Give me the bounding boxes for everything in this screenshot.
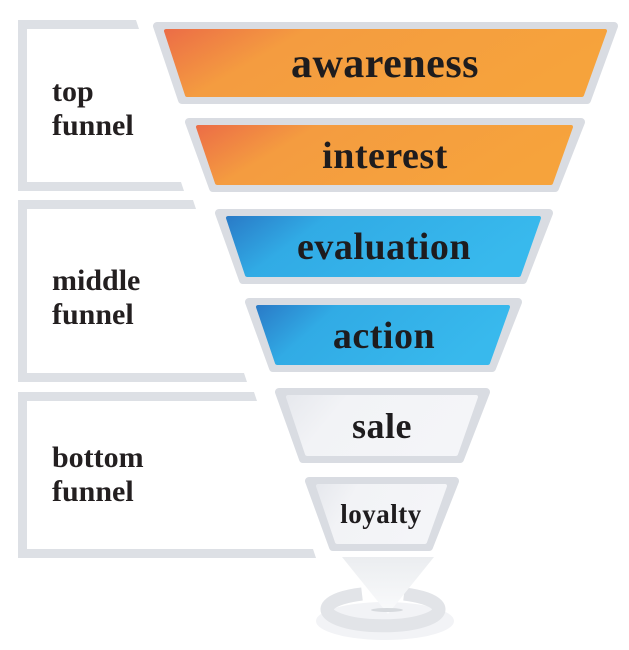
section-label-top-line1: top xyxy=(52,75,94,108)
funnel-stage-awareness: awareness xyxy=(153,22,618,104)
stage-interest-shape xyxy=(196,125,573,185)
section-label-bottom-line2: funnel xyxy=(52,475,134,508)
bracket-middle-funnel: middle funnel xyxy=(18,200,247,382)
bracket-top-funnel: top funnel xyxy=(18,20,184,191)
stage-action-shape xyxy=(256,305,510,365)
stage-label-action: action xyxy=(333,315,435,357)
stage-sale-shape xyxy=(286,395,478,456)
funnel-stage-action: action xyxy=(245,298,522,372)
funnel-stage-loyalty: loyalty xyxy=(305,477,459,551)
funnel-stage-sale: sale xyxy=(275,388,490,463)
stage-label-evaluation: evaluation xyxy=(297,226,471,268)
stage-label-awareness: awareness xyxy=(291,41,479,87)
pour-triangle xyxy=(342,557,434,614)
section-label-top-line2: funnel xyxy=(52,109,134,142)
drip-dash xyxy=(371,608,403,612)
stage-loyalty-shape xyxy=(316,484,447,544)
stage-label-interest: interest xyxy=(322,135,448,177)
stage-evaluation-shape xyxy=(226,216,541,277)
stage-label-loyalty: loyalty xyxy=(340,499,422,529)
section-label-middle-line2: funnel xyxy=(52,298,134,331)
splash-ring xyxy=(320,587,446,633)
section-label-middle-line1: middle xyxy=(52,264,140,297)
funnel-outlet xyxy=(316,557,454,640)
funnel-stage-evaluation: evaluation xyxy=(215,209,553,284)
bracket-bottom-funnel: bottom funnel xyxy=(18,392,316,558)
stage-awareness-shape xyxy=(164,29,607,97)
section-label-bottom-line1: bottom xyxy=(52,441,144,474)
funnel-stage-interest: interest xyxy=(185,118,585,192)
stage-label-sale: sale xyxy=(352,406,412,446)
